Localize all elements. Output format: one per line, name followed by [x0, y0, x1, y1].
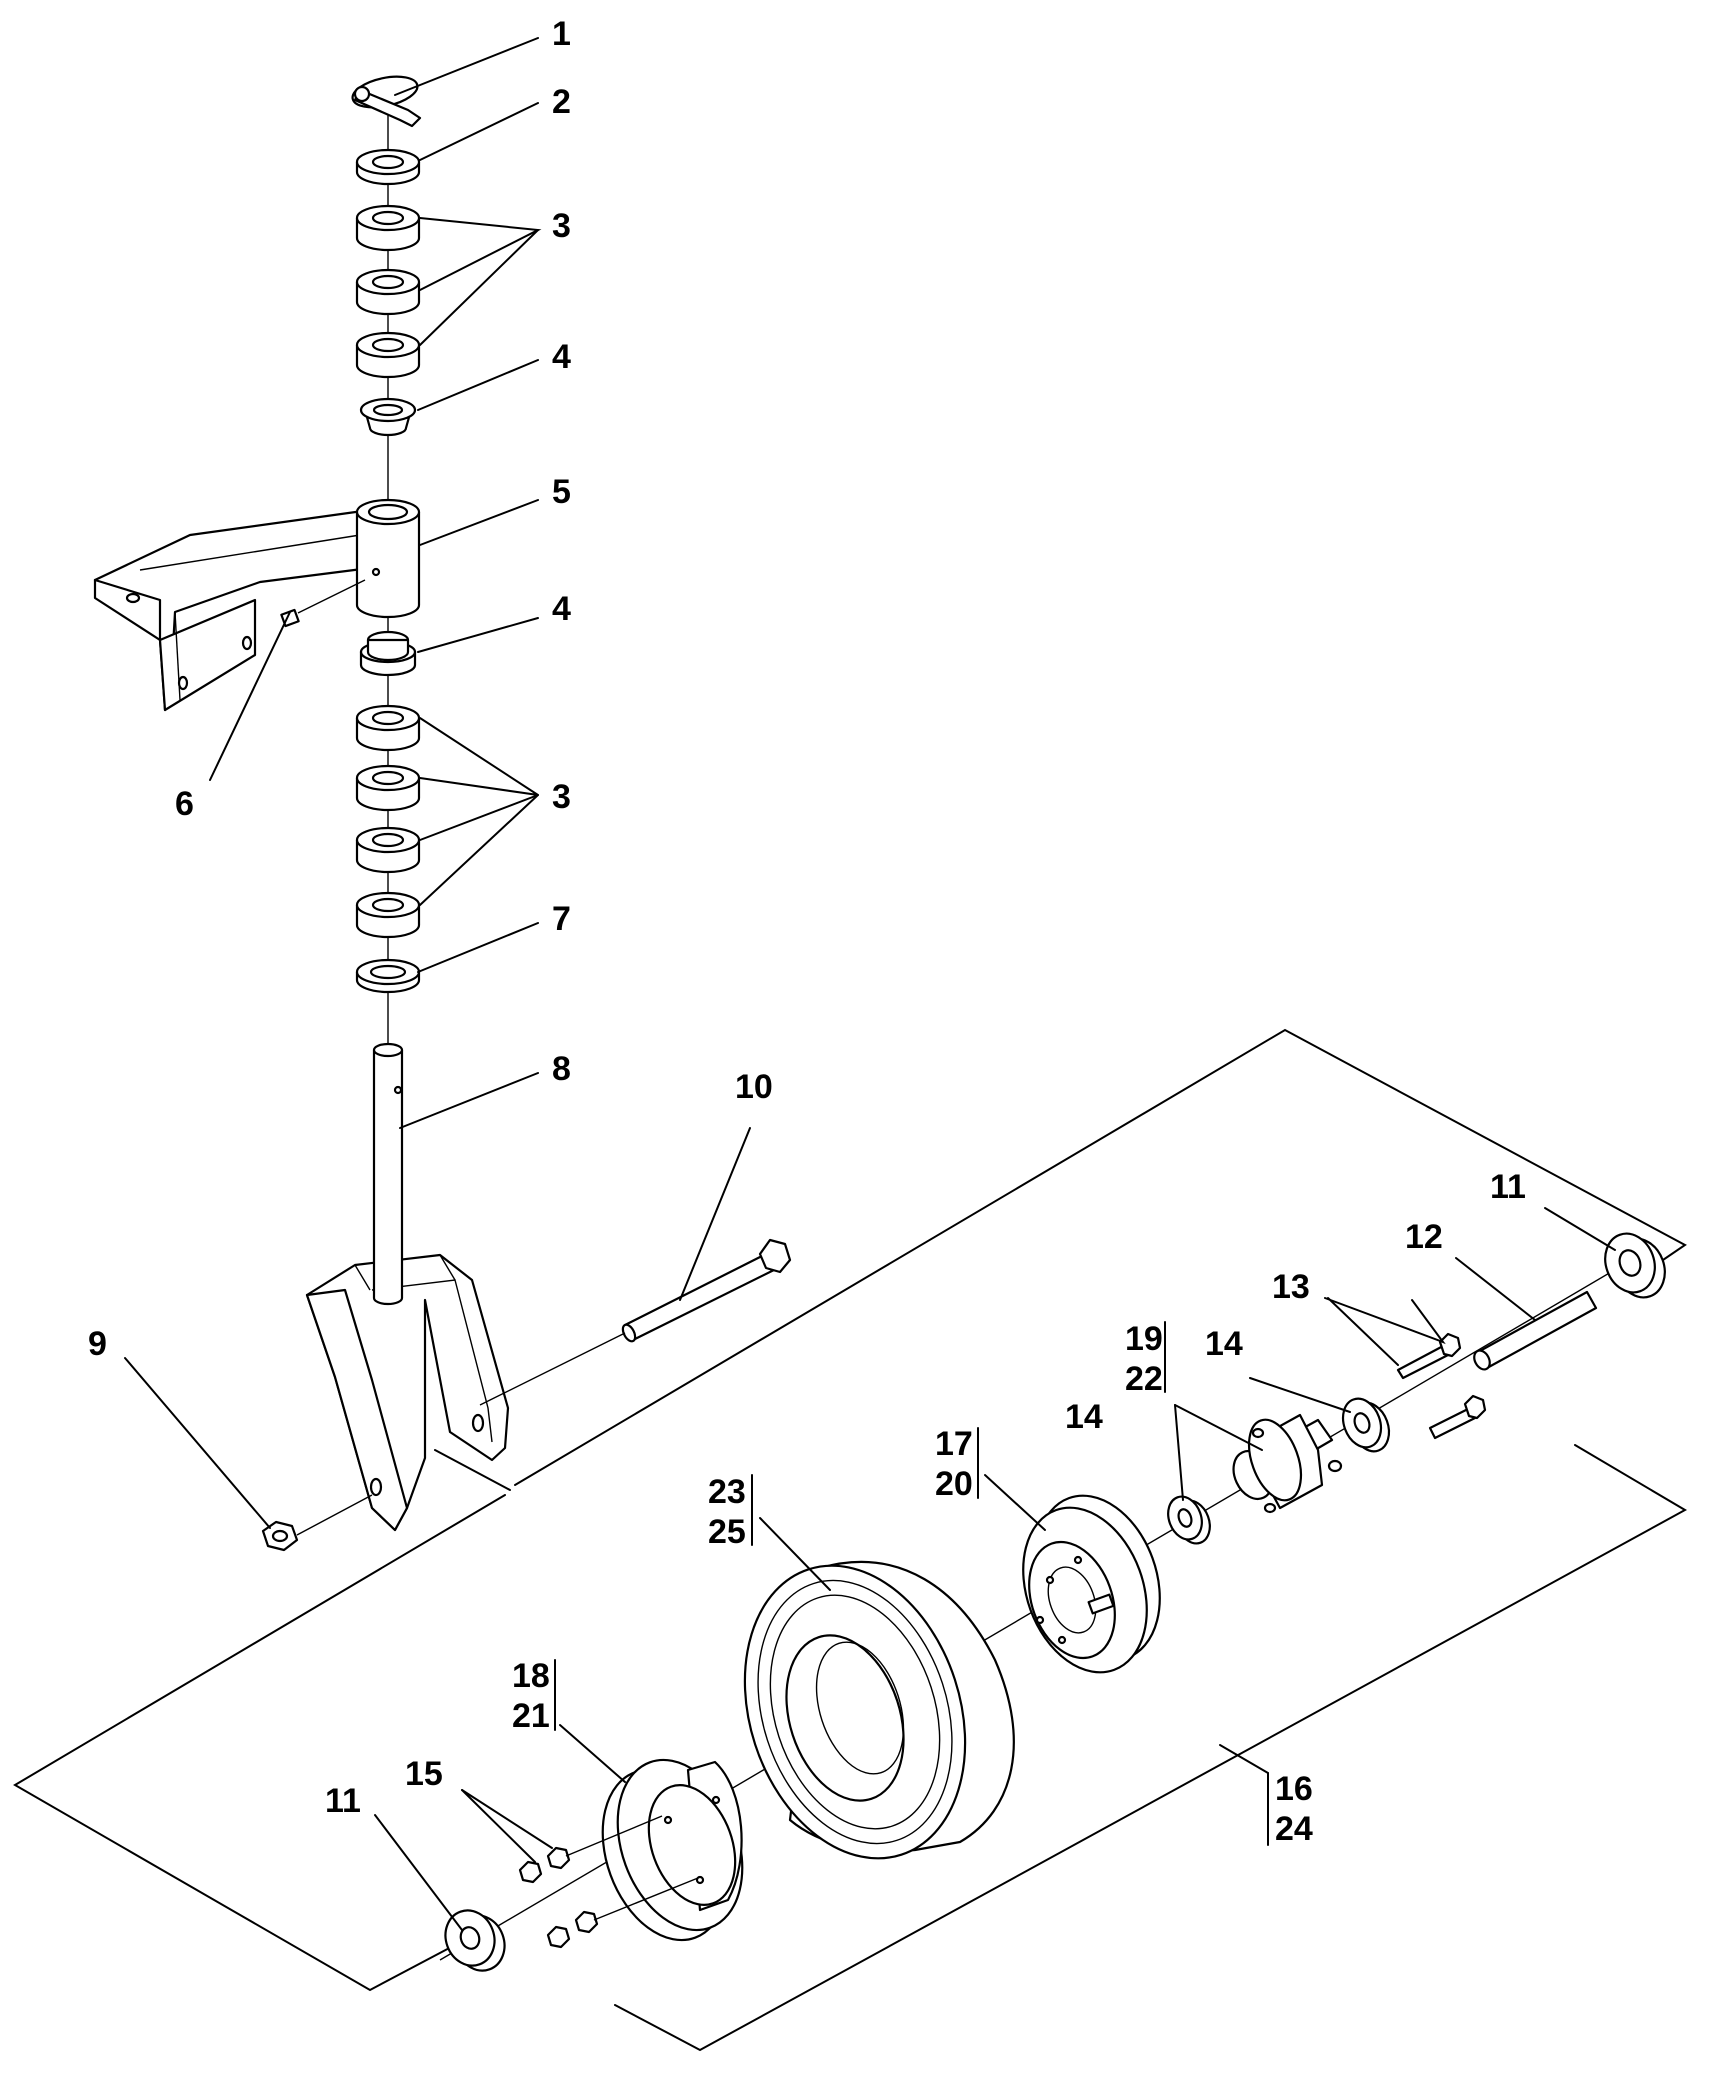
assembly-bracket-lower: [13, 1444, 1688, 2052]
callout-16: 16: [1275, 1770, 1313, 1808]
callout-14-left: 14: [1065, 1398, 1103, 1436]
callout-11-right: 11: [1490, 1168, 1526, 1206]
spacer-upper-3: [355, 331, 421, 379]
callout-5: 5: [552, 473, 571, 511]
seal-right: [1604, 1232, 1666, 1299]
spacer-upper-1: [355, 204, 421, 252]
spacer-tube: [1473, 1290, 1598, 1371]
callout-18: 18: [512, 1657, 550, 1695]
callout-19: 19: [1125, 1320, 1163, 1358]
caster-fork: [305, 1042, 510, 1532]
callout-10: 10: [735, 1068, 773, 1106]
rim-half-left: [601, 1758, 744, 1942]
callout-15: 15: [405, 1755, 443, 1793]
spacer-lower-1: [355, 704, 421, 752]
callout-13: 13: [1272, 1268, 1310, 1306]
callout-17: 17: [935, 1425, 973, 1463]
rim-nut-upper-left: [518, 1860, 543, 1884]
callout-21: 21: [512, 1697, 550, 1735]
nut-stud-line-upper: [565, 1815, 663, 1857]
grease-fitting: [280, 579, 366, 628]
spacer-upper-2: [355, 268, 421, 316]
leader-lines: [124, 37, 1616, 1931]
callout-7: 7: [552, 900, 571, 938]
callout-6: 6: [175, 785, 194, 823]
assembly-bracket-upper: [514, 1028, 1687, 1486]
tire: [743, 1560, 1015, 1860]
callout-9: 9: [88, 1325, 107, 1363]
linch-pin: [351, 75, 422, 128]
callout-separators: [554, 1321, 1269, 1846]
callout-4-upper: 4: [552, 338, 571, 376]
rim-nut-lower-right: [574, 1910, 599, 1934]
thrust-washer: [355, 148, 421, 186]
callout-4-lower: 4: [552, 590, 571, 628]
caster-mount-bracket: [93, 498, 421, 712]
callout-11-left: 11: [325, 1782, 361, 1820]
callout-22: 22: [1125, 1360, 1163, 1398]
callout-20: 20: [935, 1465, 973, 1503]
callout-24: 24: [1275, 1810, 1313, 1848]
callout-25: 25: [708, 1513, 746, 1551]
nut-stud-line-lower: [593, 1877, 699, 1921]
bottom-washer: [355, 958, 421, 994]
callout-1: 1: [552, 15, 571, 53]
hub-bolt-upper: [1396, 1332, 1462, 1380]
callout-3-lower: 3: [552, 778, 571, 816]
axle-bolt: [479, 1238, 792, 1406]
seal-left: [444, 1909, 506, 1972]
hub-bolt-lower: [1428, 1394, 1487, 1440]
callout-8: 8: [552, 1050, 571, 1088]
rim-nut-lower-left: [546, 1925, 571, 1949]
spacer-lower-4: [355, 891, 421, 939]
rim-half-right: [1022, 1494, 1161, 1674]
rim-nut-upper-right: [546, 1846, 571, 1870]
callout-labels: 1 2 3 4 5 4 6 3 7 8 9 10 11 12 13 14 19 …: [88, 15, 1526, 1848]
flange-bushing-lower: [359, 630, 417, 677]
callout-23: 23: [708, 1473, 746, 1511]
bearing-right: [1341, 1397, 1391, 1453]
callout-12: 12: [1405, 1218, 1443, 1256]
callout-2: 2: [552, 83, 571, 121]
flange-bushing-upper: [359, 397, 417, 437]
spacer-lower-3: [355, 826, 421, 874]
lock-nut: [261, 1494, 373, 1552]
bearing-left: [1167, 1495, 1211, 1545]
wheel-hub: [1232, 1413, 1343, 1514]
callout-14-right: 14: [1205, 1325, 1243, 1363]
callout-3-upper: 3: [552, 207, 571, 245]
spacer-lower-2: [355, 764, 421, 812]
